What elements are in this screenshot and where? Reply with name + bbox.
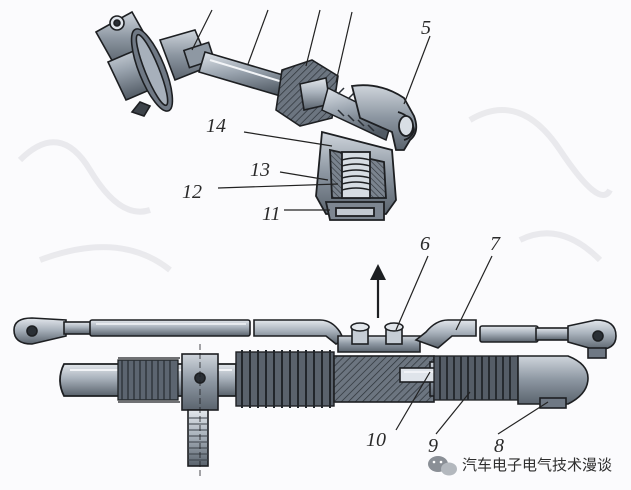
wechat-icon xyxy=(428,456,457,476)
main-boot xyxy=(235,350,335,408)
upper-assembly: 5 14 13 12 11 xyxy=(94,9,431,225)
left-boot xyxy=(117,357,180,403)
direction-arrow-icon xyxy=(370,264,386,318)
label-11: 11 xyxy=(262,203,281,225)
adjuster-spring xyxy=(341,157,371,191)
rack-end-cap xyxy=(517,355,589,409)
label-8: 8 xyxy=(494,435,504,457)
lower-assembly: 6 7 10 9 8 xyxy=(13,233,617,476)
label-10: 10 xyxy=(366,429,386,451)
right-tie-rod-end xyxy=(567,319,617,359)
right-boot xyxy=(433,355,519,401)
right-tie-rod xyxy=(414,319,571,349)
universal-joint xyxy=(94,10,216,117)
label-12: 12 xyxy=(182,181,202,203)
label-9: 9 xyxy=(428,435,438,457)
label-14: 14 xyxy=(206,115,226,137)
leader-lines-lower xyxy=(395,255,549,435)
label-5: 5 xyxy=(421,17,431,39)
watermark: 汽车电子电气技术漫谈 xyxy=(428,456,612,476)
left-tie-rod-end xyxy=(13,317,93,345)
gear-housing xyxy=(350,84,418,151)
rack-adjuster-housing xyxy=(315,130,397,221)
input-shaft xyxy=(181,344,219,476)
leader-lines-upper xyxy=(191,9,431,211)
center-mount xyxy=(337,322,421,353)
label-6: 6 xyxy=(420,233,430,255)
watermark-text: 汽车电子电气技术漫谈 xyxy=(462,456,612,474)
left-tie-rod xyxy=(89,319,346,345)
label-13: 13 xyxy=(250,159,270,181)
label-7: 7 xyxy=(490,233,501,255)
background-sketch xyxy=(17,107,613,273)
